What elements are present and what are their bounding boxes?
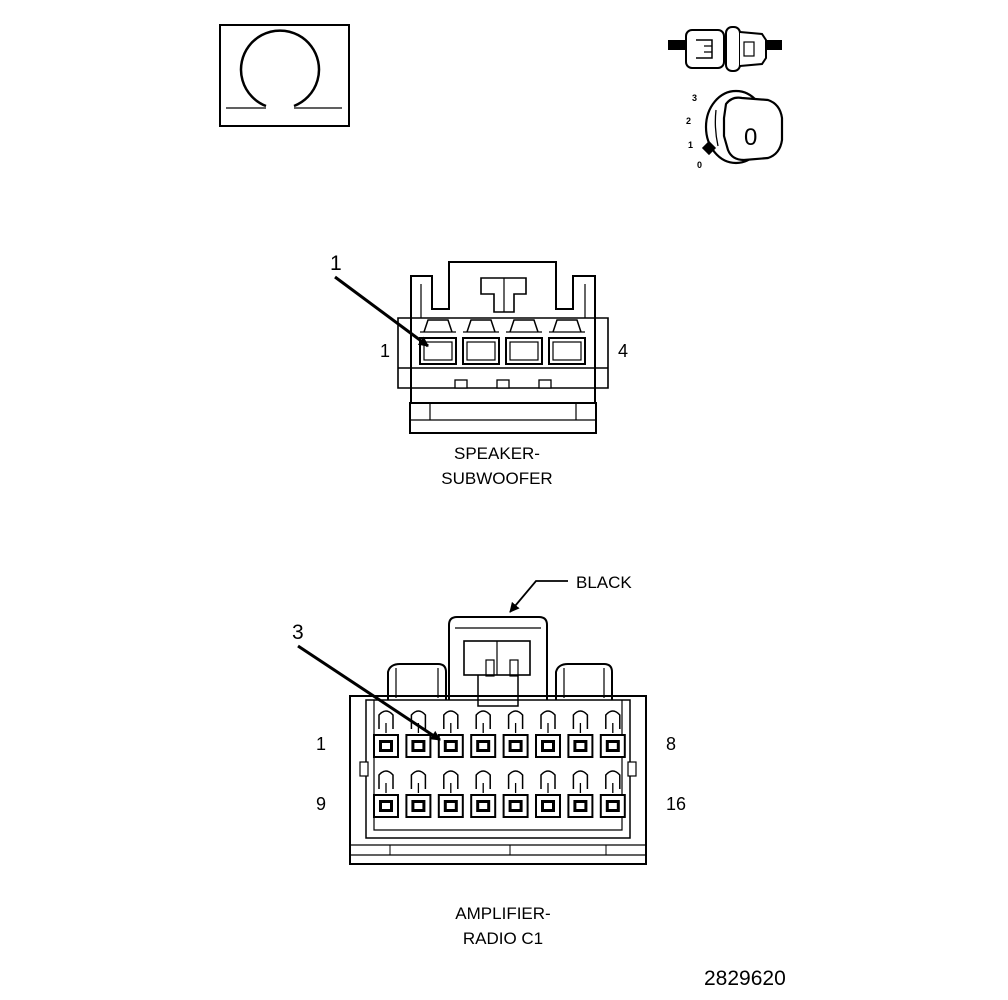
amplifier-pin-cavity bbox=[502, 710, 529, 758]
ignition-switch-icon: 3 2 1 0 0 bbox=[686, 89, 784, 170]
test-probe-icon bbox=[668, 26, 782, 72]
amp-row1-last-label: 8 bbox=[666, 734, 676, 754]
amp-caption-line2: RADIO C1 bbox=[463, 929, 543, 948]
amplifier-pin-cavity bbox=[437, 770, 464, 818]
position-1: 1 bbox=[688, 140, 693, 150]
figure-number: 2829620 bbox=[704, 967, 786, 990]
amplifier-pin-cavity bbox=[437, 710, 464, 758]
speaker-callout-arrow bbox=[334, 275, 429, 348]
ohmmeter-icon bbox=[219, 24, 350, 127]
color-callout-arrow bbox=[509, 580, 568, 613]
amplifier-pin-group bbox=[373, 710, 626, 818]
speaker-pin-first-label: 1 bbox=[380, 341, 390, 361]
speaker-pin-group bbox=[419, 319, 586, 365]
speaker-caption-line1: SPEAKER- bbox=[454, 444, 540, 463]
speaker-pin-cavity bbox=[548, 319, 586, 365]
speaker-caption-line2: SUBWOOFER bbox=[441, 469, 552, 488]
amplifier-pin-cavity bbox=[470, 770, 497, 818]
amplifier-pin-cavity bbox=[502, 770, 529, 818]
amplifier-pin-cavity bbox=[470, 710, 497, 758]
speaker-subwoofer-connector: 1 4 1 SPEAKER- SUBWOOFER bbox=[330, 252, 628, 488]
position-3: 3 bbox=[692, 93, 697, 103]
amp-row2-last-label: 16 bbox=[666, 794, 686, 814]
amplifier-pin-cavity bbox=[405, 770, 432, 818]
amplifier-pin-cavity bbox=[535, 770, 561, 818]
connector-color-label: BLACK bbox=[576, 573, 632, 592]
amplifier-pin-cavity bbox=[599, 770, 626, 818]
key-position-label: 0 bbox=[744, 124, 757, 151]
speaker-pin-last-label: 4 bbox=[618, 341, 628, 361]
amp-caption-line1: AMPLIFIER- bbox=[455, 904, 550, 923]
amplifier-pin-cavity bbox=[373, 710, 399, 758]
amp-row2-first-label: 9 bbox=[316, 794, 326, 814]
amplifier-pin-cavity bbox=[567, 770, 594, 818]
amplifier-pin-cavity bbox=[373, 770, 399, 818]
speaker-callout-number: 1 bbox=[330, 252, 342, 275]
amplifier-pin-cavity bbox=[405, 710, 432, 758]
speaker-pin-cavity bbox=[462, 319, 500, 365]
speaker-pin-cavity bbox=[505, 319, 543, 365]
amplifier-radio-c1-connector: 1 8 9 16 3 BLACK AMPLIFIER- RADIO C1 bbox=[292, 573, 686, 948]
position-0: 0 bbox=[697, 160, 702, 170]
amp-callout-arrow bbox=[297, 644, 441, 742]
amplifier-pin-cavity bbox=[599, 710, 626, 758]
amp-row1-first-label: 1 bbox=[316, 734, 326, 754]
amplifier-pin-cavity bbox=[567, 710, 594, 758]
position-2: 2 bbox=[686, 116, 691, 126]
amplifier-pin-cavity bbox=[535, 710, 561, 758]
amp-callout-number: 3 bbox=[292, 621, 304, 644]
speaker-pin-cavity bbox=[419, 319, 457, 365]
